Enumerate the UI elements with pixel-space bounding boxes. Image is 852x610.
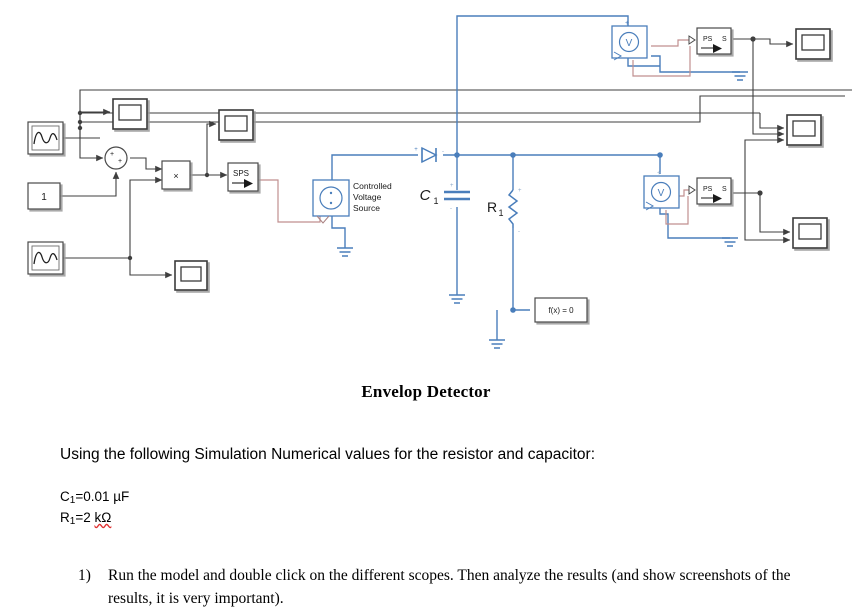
capacitor-label-subscript: 1 xyxy=(433,196,438,206)
capacitor-block[interactable]: + - C 1 xyxy=(420,183,470,212)
capacitor-subscript: 1 xyxy=(69,495,76,506)
sum-sign-plus-a: + xyxy=(110,151,114,158)
ground-solver xyxy=(489,339,505,349)
capacitor-value: =0.01 µF xyxy=(75,489,130,504)
intro-paragraph: Using the following Simulation Numerical… xyxy=(60,446,595,463)
solver-configuration-block[interactable]: f(x) = 0 xyxy=(534,297,588,323)
ps-converter-bottom-out-label: S xyxy=(722,186,727,193)
cvs-label-line3: Source xyxy=(353,203,380,213)
simulink-model-diagram: 1 + + × SPS Controlled Voltage Source + … xyxy=(27,15,852,349)
scope-screen-icon xyxy=(118,104,142,121)
controlled-voltage-source-block[interactable]: Controlled Voltage Source xyxy=(312,179,392,224)
product-block[interactable]: × xyxy=(161,160,191,190)
ps-input-port-icon xyxy=(688,185,696,195)
ground-c1 xyxy=(449,294,465,304)
resistor-block[interactable]: + - R 1 xyxy=(487,188,522,235)
ps-input-port-icon xyxy=(688,35,696,45)
voltage-sensor-top-port-icon xyxy=(613,51,623,61)
resistor-label-subscript: 1 xyxy=(498,208,503,218)
voltage-sensor-bottom-label: V xyxy=(658,188,665,199)
voltage-sensor-bottom-block[interactable]: V + xyxy=(643,170,680,211)
voltage-sensor-top-label: V xyxy=(626,38,633,49)
sum-block[interactable]: + + xyxy=(104,146,128,170)
ps-converter-bottom-in-label: PS xyxy=(703,186,713,193)
diode-block[interactable]: + - xyxy=(414,146,444,164)
sps-label: SPS xyxy=(233,169,249,178)
document-text-section: Envelop Detector Using the following Sim… xyxy=(0,360,852,610)
scope-output-top-block[interactable] xyxy=(795,28,831,60)
ground-sensor-top xyxy=(732,71,748,81)
resistor-symbol: R xyxy=(60,510,70,525)
list-item: 1) Run the model and double click on the… xyxy=(0,564,852,610)
ps-converter-top-in-label: PS xyxy=(703,36,713,43)
capacitor-port-minus: - xyxy=(450,206,452,212)
scope-modulated-block[interactable] xyxy=(218,109,254,141)
scope-output-bottom-block[interactable] xyxy=(792,217,828,249)
scope-screen-icon xyxy=(224,115,248,132)
signal-junction-dots xyxy=(77,36,763,261)
capacitor-port-plus: + xyxy=(450,183,454,189)
resistor-port-minus: - xyxy=(518,229,520,235)
sine-wave-icon xyxy=(33,131,58,145)
list-item-text: Run the model and double click on the di… xyxy=(108,567,791,607)
resistor-label: R xyxy=(487,199,497,215)
scope-screen-icon xyxy=(798,223,822,240)
scope-carrier-block[interactable] xyxy=(112,98,148,130)
sine-wave-icon xyxy=(33,251,58,265)
sine-wave-source-carrier[interactable] xyxy=(27,121,64,155)
voltage-sensor-bottom-port-plus: + xyxy=(657,170,661,177)
simulink-ps-converter-block[interactable]: SPS xyxy=(227,162,259,192)
ground-symbols xyxy=(337,71,748,349)
page-title: Envelop Detector xyxy=(361,382,491,401)
sum-sign-plus-b: + xyxy=(118,158,122,165)
cvs-input-port-icon xyxy=(316,215,330,224)
voltage-sensor-top-port-plus: + xyxy=(625,20,629,27)
resistor-value-unit: kΩ xyxy=(94,510,112,525)
product-symbol: × xyxy=(173,171,178,181)
diode-port-minus: - xyxy=(442,149,444,155)
list-item-marker: 1) xyxy=(78,567,91,584)
diode-port-plus: + xyxy=(414,147,418,153)
voltage-sensor-bottom-port-icon xyxy=(645,201,655,211)
scope-output-mid-block[interactable] xyxy=(786,114,822,146)
resistor-port-plus: + xyxy=(518,188,522,194)
resistor-value-line: R1=2 kΩ xyxy=(60,509,852,530)
scope-message-block[interactable] xyxy=(174,260,208,291)
numbered-list: 1) Run the model and double click on the… xyxy=(0,564,852,610)
numerical-values-block: C1=0.01 µF R1=2 kΩ xyxy=(0,488,852,530)
solver-label: f(x) = 0 xyxy=(548,306,574,315)
capacitor-label: C xyxy=(420,187,431,204)
cvs-label-line2: Voltage xyxy=(353,192,382,202)
scope-screen-icon xyxy=(792,120,816,137)
sine-wave-source-message[interactable] xyxy=(27,241,64,275)
ps-converter-top-arrowhead-icon xyxy=(713,44,722,53)
ground-sensor-bottom xyxy=(722,237,738,247)
sps-arrowhead-icon xyxy=(244,179,253,188)
cvs-label-line1: Controlled xyxy=(353,181,392,191)
physical-junction-dots xyxy=(454,152,663,313)
ps-simulink-converter-top-block[interactable]: PS S xyxy=(688,27,732,55)
constant-value: 1 xyxy=(41,192,47,203)
physical-wire-group xyxy=(331,15,740,340)
ps-simulink-converter-bottom-block[interactable]: PS S xyxy=(688,177,732,205)
scope-screen-icon xyxy=(180,266,202,282)
capacitor-symbol: C xyxy=(60,489,70,504)
ps-converter-bottom-arrowhead-icon xyxy=(713,194,722,203)
constant-block[interactable]: 1 xyxy=(27,182,61,210)
capacitor-value-line: C1=0.01 µF xyxy=(60,488,852,509)
ground-cvs xyxy=(337,247,353,257)
voltage-sensor-top-block[interactable]: V + xyxy=(611,20,648,61)
resistor-value-prefix: =2 xyxy=(75,510,95,525)
scope-screen-icon xyxy=(801,34,825,51)
resistor-subscript: 1 xyxy=(69,516,76,527)
ps-converter-top-out-label: S xyxy=(722,36,727,43)
